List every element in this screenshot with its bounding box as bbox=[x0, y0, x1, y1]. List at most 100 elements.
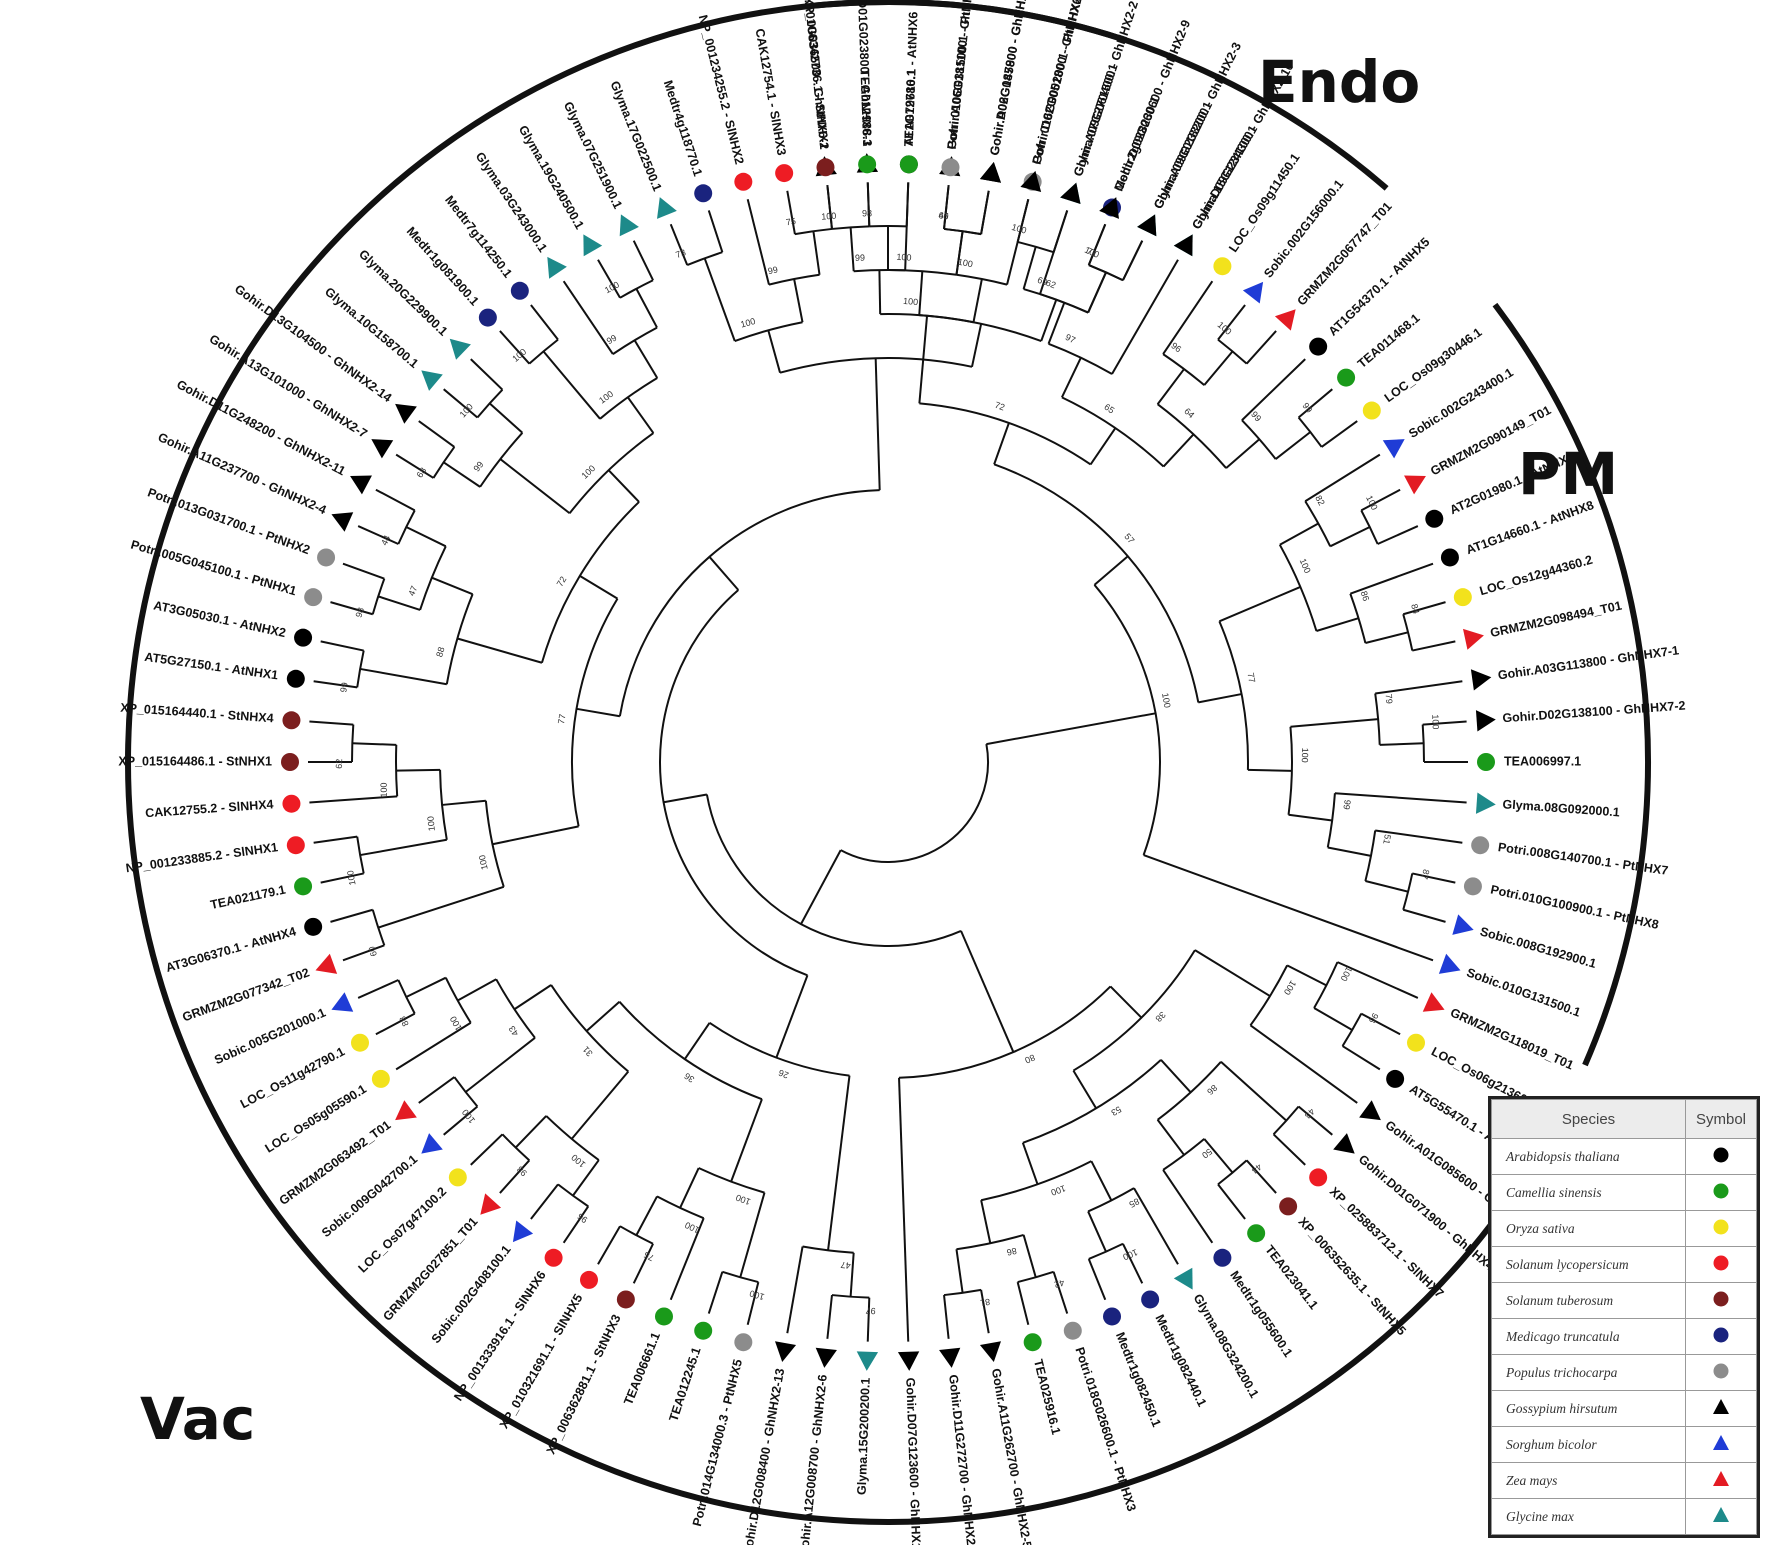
branch-line bbox=[405, 526, 447, 548]
branch-line bbox=[1087, 223, 1107, 266]
bootstrap-value: 87 bbox=[1419, 868, 1431, 880]
bootstrap-value: 99 bbox=[1341, 799, 1352, 810]
branch-line bbox=[980, 1289, 990, 1334]
leaf-symbol bbox=[897, 1351, 920, 1371]
group-label-endo: Endo bbox=[1258, 48, 1421, 116]
bootstrap-value: 81 bbox=[979, 1297, 990, 1308]
bootstrap-value: 100 bbox=[448, 1015, 464, 1033]
leaf-symbol bbox=[1337, 368, 1356, 387]
branch-arc bbox=[1022, 1059, 1162, 1144]
branch-arc bbox=[1218, 620, 1249, 770]
circle-marker-icon bbox=[1713, 1363, 1729, 1378]
bootstrap-value: 98 bbox=[862, 208, 872, 218]
bootstrap-value: 44 bbox=[379, 534, 392, 547]
leaf-label: Glyma.17G022500.1 bbox=[607, 79, 664, 193]
branch-arc bbox=[618, 1001, 763, 1101]
leaf-label: Sobic.005G201000.1 bbox=[212, 1005, 328, 1067]
leaf-label: Medtr1g055600.1 bbox=[1227, 1268, 1295, 1359]
branch-line bbox=[1122, 1243, 1144, 1284]
branch-arc bbox=[351, 724, 355, 763]
branch-line bbox=[441, 799, 486, 806]
legend-marker bbox=[1713, 1183, 1729, 1198]
bootstrap-value: 100 bbox=[1010, 222, 1027, 236]
branch-line bbox=[669, 1217, 705, 1301]
branch-line bbox=[443, 1105, 479, 1136]
leaf-symbol bbox=[282, 711, 301, 730]
leaf-label: LOC_Os12g44360.2 bbox=[1478, 553, 1594, 599]
branch-arc bbox=[1217, 338, 1248, 365]
circle-marker-icon bbox=[1713, 1147, 1729, 1162]
leaf-symbol bbox=[1023, 1333, 1042, 1352]
leaf-symbol bbox=[941, 158, 960, 177]
legend-header-symbol: Symbol bbox=[1685, 1099, 1757, 1139]
legend-symbol-cell bbox=[1685, 1354, 1757, 1391]
bootstrap-value: 73 bbox=[674, 247, 687, 260]
legend-row: Populus trichocarpa bbox=[1491, 1354, 1757, 1391]
leaf-symbol bbox=[478, 308, 497, 327]
branch-arc bbox=[484, 800, 505, 888]
leaf-label: Gohir.D12G008400 - GhNHX2-13 bbox=[740, 1367, 787, 1545]
leaf-symbol bbox=[657, 197, 677, 219]
branch-arc bbox=[686, 251, 723, 266]
circle-marker-icon bbox=[1713, 1255, 1729, 1270]
legend-symbol-cell bbox=[1685, 1462, 1757, 1499]
branch-line bbox=[1217, 1183, 1246, 1220]
leaf-symbol bbox=[694, 1321, 713, 1340]
legend-species: Solanum lycopersicum bbox=[1491, 1246, 1686, 1283]
leaf-label: XP_015164486.1 - StNHX1 bbox=[118, 754, 272, 768]
branch-line bbox=[576, 707, 621, 718]
bootstrap-value: 96 bbox=[1367, 1011, 1381, 1025]
bootstrap-value: 100 bbox=[569, 1152, 587, 1169]
leaf-label: Medtr4g118770.1 bbox=[661, 79, 705, 179]
leaf-symbol bbox=[694, 184, 713, 203]
branch-line bbox=[786, 190, 796, 235]
bootstrap-value: 99 bbox=[471, 459, 485, 473]
leaf-symbol bbox=[1020, 170, 1042, 192]
leaf-label: AT1G79610.1 - AtNHX6 bbox=[902, 11, 921, 146]
leaf-symbol bbox=[1060, 182, 1081, 205]
legend-symbol-cell bbox=[1685, 1390, 1757, 1427]
branch-arc bbox=[1421, 724, 1425, 763]
bootstrap-value: 38 bbox=[1153, 1010, 1167, 1024]
bootstrap-value: 100 bbox=[957, 257, 974, 270]
leaf-label: Gohir.A13G101000 - GhNHX2-7 bbox=[207, 332, 370, 441]
leaf-symbol bbox=[331, 512, 354, 532]
bootstrap-value: 60 bbox=[366, 945, 379, 958]
branch-line bbox=[470, 358, 504, 391]
branch-arc bbox=[432, 446, 456, 479]
leaf-symbol bbox=[421, 1133, 443, 1154]
leaf-label: Glyma.08G092000.1 bbox=[1502, 797, 1620, 819]
bootstrap-value: 86 bbox=[1205, 1083, 1219, 1097]
branch-line bbox=[1329, 526, 1371, 548]
branch-arc bbox=[956, 1233, 1024, 1251]
branch-line bbox=[375, 488, 416, 512]
bootstrap-value: 88 bbox=[434, 646, 446, 658]
branch-line bbox=[357, 979, 399, 999]
branch-line bbox=[579, 575, 619, 600]
leaf-symbol bbox=[395, 1100, 417, 1121]
bootstrap-value: 50 bbox=[1200, 1146, 1214, 1160]
branch-line bbox=[1272, 1133, 1306, 1166]
branch-line bbox=[313, 835, 358, 844]
leaf-symbol bbox=[616, 1290, 635, 1309]
branch-line bbox=[359, 667, 447, 686]
branch-arc bbox=[1341, 1013, 1363, 1047]
branch-line bbox=[357, 525, 399, 545]
leaf-label: Medtr1g082440.1 bbox=[1152, 1312, 1209, 1409]
legend-row: Sorghum bicolor bbox=[1491, 1426, 1757, 1463]
circle-marker-icon bbox=[1713, 1327, 1729, 1342]
legend-species: Populus trichocarpa bbox=[1491, 1354, 1686, 1391]
bootstrap-value: 72 bbox=[993, 400, 1006, 413]
branch-line bbox=[1090, 1160, 1113, 1201]
leaf-symbol bbox=[1386, 1069, 1405, 1088]
leaf-label: Gohir.A03G113800 - GhNHX7-1 bbox=[1497, 643, 1680, 682]
bootstrap-value: 65 bbox=[1102, 402, 1116, 416]
branch-line bbox=[826, 185, 833, 230]
branch-arc bbox=[550, 984, 629, 1073]
leaf-symbol bbox=[1141, 1290, 1160, 1309]
bootstrap-value: 26 bbox=[777, 1068, 790, 1081]
bootstrap-value: 85 bbox=[1128, 1196, 1141, 1209]
branch-arc bbox=[993, 463, 1200, 703]
tree-branches bbox=[308, 182, 1468, 1342]
bootstrap-value: 100 bbox=[903, 296, 919, 307]
